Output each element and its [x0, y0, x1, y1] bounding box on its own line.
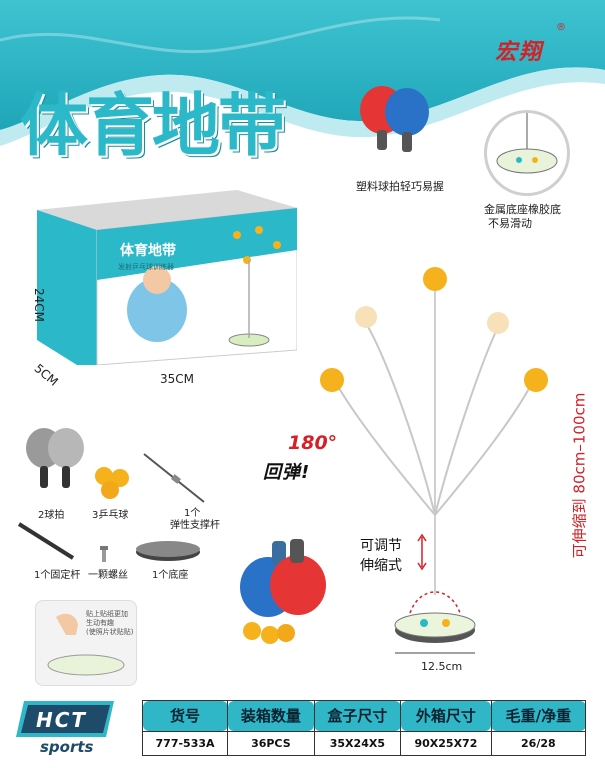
spec-header-weight: 毛重/净重 — [490, 700, 587, 732]
product-title-reg-mark: ® — [311, 55, 323, 69]
package-box — [37, 190, 297, 365]
extend-range-label: 可伸缩到 80cm–100cm — [570, 392, 589, 558]
rebound-callout: 回弹! — [263, 462, 311, 483]
spec-table-value-row: 777-533A 36PCS 35X24X5 90X25X72 26/28 — [141, 730, 587, 757]
box-subtitle: 发射乒乓球训练器 — [118, 263, 174, 271]
spec-value-item-no: 777-533A — [141, 730, 229, 757]
accessory-base-label: 1个底座 — [152, 570, 189, 581]
hct-sports-logo — [16, 701, 114, 737]
accessory-spring-rod-label-1: 1个 — [184, 508, 201, 519]
header-wave — [0, 0, 605, 146]
accessory-fixed-rod-label: 1个固定杆 — [34, 570, 81, 581]
spec-value-qty: 36PCS — [227, 730, 315, 757]
base-diameter-label: 12.5cm — [421, 660, 463, 673]
accessory-spring-rod-label-2: 弹性支撑杆 — [170, 520, 220, 531]
paddles-with-balls-icon — [240, 539, 326, 644]
spec-header-box-size: 盒子尺寸 — [313, 700, 402, 732]
box-depth-dim: 5CM — [31, 361, 61, 389]
logo-sub: sports — [40, 738, 94, 756]
feature-base-caption-2: 不易滑动 — [488, 217, 532, 230]
feature-paddles-caption: 塑料球拍轻巧易握 — [356, 180, 444, 193]
accessory-paddles-label: 2球拍 — [38, 510, 65, 521]
sticker-hint-card — [35, 600, 137, 686]
trainer-illustration — [320, 267, 548, 654]
spring-rod-icon — [143, 453, 205, 503]
brand-reg-mark: ® — [556, 22, 566, 33]
spec-value-box-size: 35X24X5 — [313, 730, 402, 757]
feature-base-image — [484, 110, 570, 196]
angle-callout: 180° — [288, 432, 338, 454]
accessory-screw-label: 一颗螺丝 — [88, 570, 128, 581]
base-icon — [496, 113, 558, 174]
box-height-dim: 24CM — [32, 287, 47, 323]
spec-value-weight: 26/28 — [490, 730, 587, 757]
sticker-hint-text: 贴上贴纸更加 生动有趣 (使照片状贴贴) — [86, 610, 134, 636]
box-width-dim: 35CM — [160, 372, 195, 386]
balls-accessory-icon — [95, 467, 129, 499]
paddles-icon — [360, 86, 429, 152]
spec-table: 货号 装箱数量 盒子尺寸 外箱尺寸 毛重/净重 777-533A 36PCS 3… — [141, 700, 587, 757]
base-plate-icon — [136, 541, 200, 561]
logo-text: HCT — [36, 708, 88, 732]
spec-header-carton-size: 外箱尺寸 — [400, 700, 492, 732]
feature-paddles-image — [352, 80, 438, 166]
feature-base-caption-1: 金属底座橡胶底 — [484, 203, 561, 216]
sticker-hint-icon — [47, 613, 125, 676]
adjustable-text: 可调节 伸缩式 — [360, 538, 402, 574]
product-title: 体育地带 — [20, 87, 286, 166]
box-title: 体育地带 — [120, 243, 176, 259]
spec-header-qty: 装箱数量 — [227, 700, 315, 732]
spec-header-item-no: 货号 — [141, 700, 229, 732]
paddles-accessory-icon — [26, 428, 84, 488]
fixed-rod-icon — [17, 522, 75, 560]
accessory-balls-label: 3乒乓球 — [92, 510, 129, 521]
screw-icon — [100, 546, 108, 562]
spec-value-carton-size: 90X25X72 — [400, 730, 492, 757]
spec-table-header-row: 货号 装箱数量 盒子尺寸 外箱尺寸 毛重/净重 — [141, 700, 587, 732]
brand-logo: 宏翔 — [495, 39, 544, 65]
